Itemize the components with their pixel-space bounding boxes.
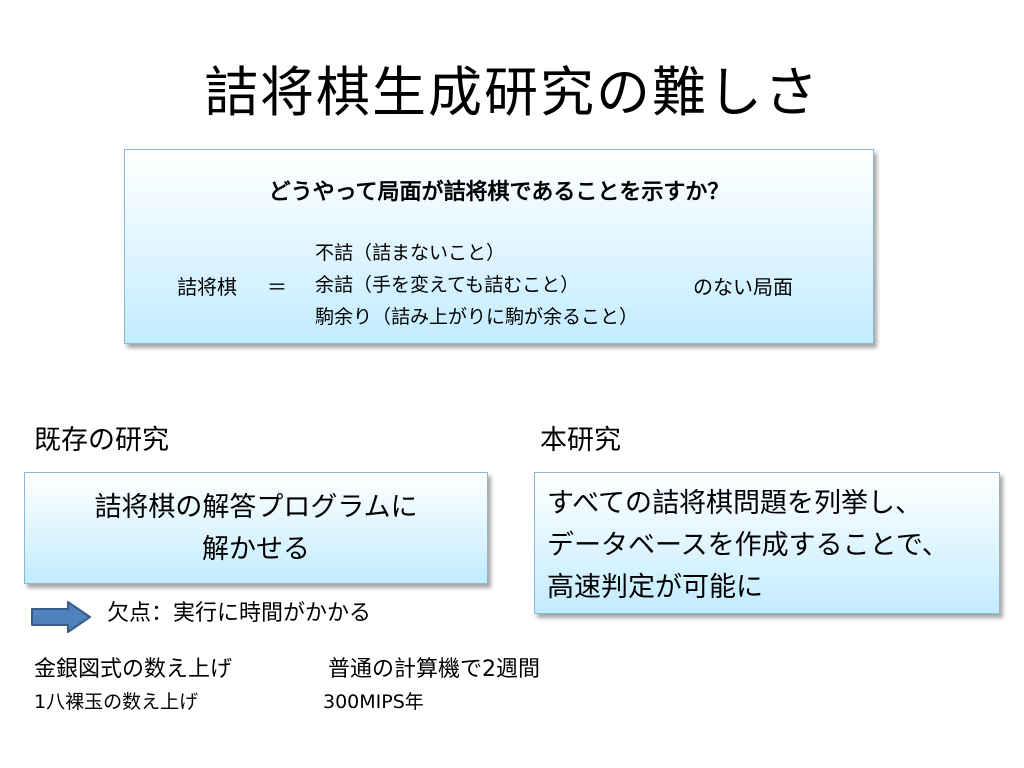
this-research-text: すべての詰将棋問題を列挙し、 データベースを作成することで、 高速判定が可能に: [547, 483, 997, 609]
existing-line-2: 解かせる: [202, 534, 310, 565]
condition-leftover-pieces: 駒余り（詰み上がりに駒が余ること）: [315, 306, 639, 328]
this-research-box: すべての詰将棋問題を列挙し、 データベースを作成することで、 高速判定が可能に: [534, 472, 1000, 614]
equals-sign: ＝: [267, 275, 287, 299]
right-arrow-icon: [31, 601, 91, 633]
existing-research-box: 詰将棋の解答プログラムに 解かせる: [24, 472, 488, 584]
existing-research-text: 詰将棋の解答プログラムに 解かせる: [25, 487, 487, 571]
condition-no-mate: 不詰（詰まないこと）: [315, 242, 506, 264]
definition-box: どうやって局面が詰将棋であることを示すか？ 詰将棋 ＝ 不詰（詰まないこと） 余…: [124, 149, 874, 344]
definition-term: 詰将棋: [177, 275, 237, 299]
proposed-line-2: データベースを作成することで、: [547, 530, 949, 561]
proposed-line-3: 高速判定が可能に: [547, 572, 763, 603]
existing-research-heading: 既存の研究: [34, 425, 169, 456]
this-research-heading: 本研究: [540, 425, 621, 456]
definition-suffix: のない局面: [693, 275, 793, 299]
footer-row2-left: 1八裸玉の数え上げ: [34, 691, 199, 713]
footer-row1-right: 普通の計算機で2週間: [328, 657, 540, 682]
slide-title: 詰将棋生成研究の難しさ: [204, 61, 820, 124]
proposed-line-1: すべての詰将棋問題を列挙し、: [547, 488, 923, 519]
footer-row2-right: 300MIPS年: [323, 691, 424, 713]
existing-line-1: 詰将棋の解答プログラムに: [94, 492, 418, 523]
condition-alternate-mate: 余詰（手を変えても詰むこと）: [315, 274, 580, 296]
definition-question: どうやって局面が詰将棋であることを示すか？: [268, 180, 730, 205]
drawback-note: 欠点：実行に時間がかかる: [107, 601, 372, 626]
footer-row1-left: 金銀図式の数え上げ: [34, 657, 233, 682]
